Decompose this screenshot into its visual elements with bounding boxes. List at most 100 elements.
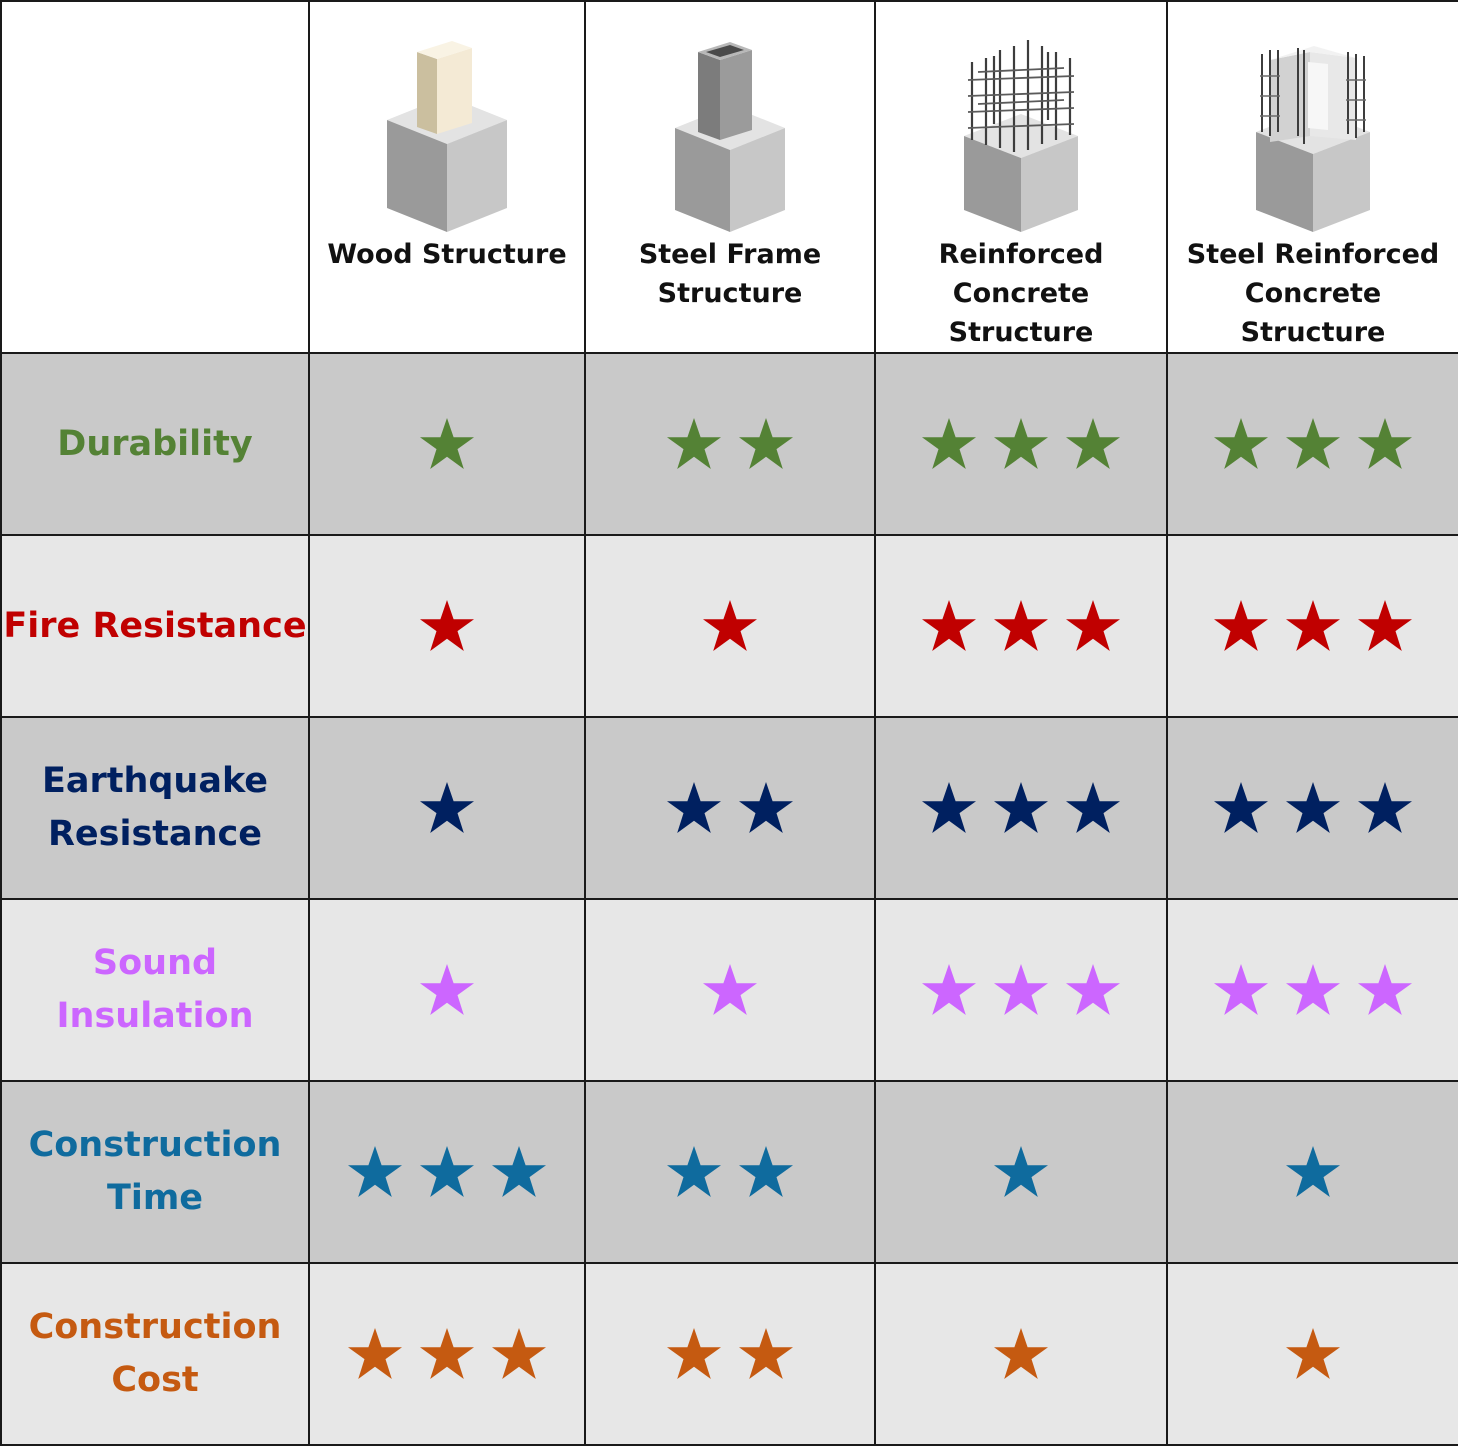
rating-cell (1166, 716, 1458, 900)
star-icon (492, 1328, 546, 1379)
star-rating (1168, 417, 1458, 471)
rating-cell (584, 352, 876, 536)
star-icon (348, 1328, 402, 1379)
star-icon (1066, 600, 1120, 651)
star-rating (310, 599, 584, 653)
rating-cell (874, 898, 1168, 1082)
star-icon (1286, 418, 1340, 469)
rating-cell (874, 1080, 1168, 1264)
criterion-label-cell: Fire Resistance (0, 534, 310, 718)
star-icon (420, 964, 474, 1015)
star-rating (876, 963, 1166, 1017)
star-icon (994, 1146, 1048, 1197)
star-icon (994, 418, 1048, 469)
rating-cell (1166, 1080, 1458, 1264)
column-header-steel-reinforced-concrete: Steel Reinforced Concrete Structure (1166, 0, 1458, 354)
rating-cell (308, 898, 586, 1082)
column-header-wood: Wood Structure (308, 0, 586, 354)
star-icon (348, 1146, 402, 1197)
rating-cell (874, 716, 1168, 900)
criterion-label-cell: Construction Cost (0, 1262, 310, 1446)
star-icon (922, 600, 976, 651)
star-icon (1286, 1328, 1340, 1379)
star-rating (1168, 781, 1458, 835)
steel-encased-column-illustration (1168, 2, 1458, 232)
rating-cell (584, 1262, 876, 1446)
criterion-label: Earthquake Resistance (41, 761, 269, 854)
rating-cell (874, 352, 1168, 536)
star-rating (876, 1145, 1166, 1199)
star-icon (1066, 418, 1120, 469)
criterion-row: Earthquake Resistance (0, 716, 1458, 900)
star-rating (586, 1327, 874, 1381)
star-icon (739, 1146, 793, 1197)
star-rating (1168, 599, 1458, 653)
star-icon (739, 418, 793, 469)
star-icon (922, 418, 976, 469)
star-icon (1214, 964, 1268, 1015)
column-header-reinforced-concrete: Reinforced Concrete Structure (874, 0, 1168, 354)
star-icon (703, 600, 757, 651)
rating-cell (584, 534, 876, 718)
star-icon (739, 782, 793, 833)
criterion-row: Construction Cost (0, 1262, 1458, 1446)
star-icon (994, 964, 1048, 1015)
rating-cell (1166, 1262, 1458, 1446)
star-icon (994, 1328, 1048, 1379)
star-icon (1286, 600, 1340, 651)
star-icon (1066, 964, 1120, 1015)
criterion-label-cell: Construction Time (0, 1080, 310, 1264)
star-icon (1214, 782, 1268, 833)
star-icon (420, 600, 474, 651)
star-icon (1358, 600, 1412, 651)
star-icon (667, 782, 721, 833)
star-icon (667, 418, 721, 469)
star-rating (586, 1145, 874, 1199)
rating-cell (308, 352, 586, 536)
star-icon (420, 418, 474, 469)
star-rating (310, 963, 584, 1017)
star-rating (586, 599, 874, 653)
criterion-label: Sound Insulation (56, 943, 254, 1036)
criterion-row: Durability (0, 352, 1458, 536)
star-rating (310, 781, 584, 835)
column-title: Steel Frame Structure (638, 239, 822, 309)
criterion-row: Sound Insulation (0, 898, 1458, 1082)
star-icon (1358, 964, 1412, 1015)
rating-cell (308, 1262, 586, 1446)
star-icon (667, 1146, 721, 1197)
star-icon (994, 600, 1048, 651)
star-rating (310, 417, 584, 471)
rating-cell (874, 1262, 1168, 1446)
criterion-label: Durability (57, 423, 253, 464)
rating-cell (308, 534, 586, 718)
star-rating (1168, 1145, 1458, 1199)
star-icon (703, 964, 757, 1015)
star-icon (420, 1328, 474, 1379)
rating-cell (1166, 534, 1458, 718)
star-rating (586, 417, 874, 471)
column-title: Steel Reinforced Concrete Structure (1186, 239, 1440, 348)
star-icon (667, 1328, 721, 1379)
wood-column-illustration (310, 2, 584, 232)
star-icon (420, 1146, 474, 1197)
star-rating (310, 1327, 584, 1381)
star-rating (876, 417, 1166, 471)
star-icon (1286, 964, 1340, 1015)
star-rating (310, 1145, 584, 1199)
rating-cell (584, 898, 876, 1082)
criterion-label-cell: Sound Insulation (0, 898, 310, 1082)
star-icon (994, 782, 1048, 833)
star-icon (1066, 782, 1120, 833)
rating-cell (584, 716, 876, 900)
criterion-label-cell: Earthquake Resistance (0, 716, 310, 900)
criterion-label: Construction Cost (28, 1307, 282, 1400)
star-icon (922, 964, 976, 1015)
criterion-label: Construction Time (28, 1125, 282, 1218)
rating-cell (584, 1080, 876, 1264)
star-rating (1168, 963, 1458, 1017)
criterion-label-cell: Durability (0, 352, 310, 536)
criterion-row: Fire Resistance (0, 534, 1458, 718)
